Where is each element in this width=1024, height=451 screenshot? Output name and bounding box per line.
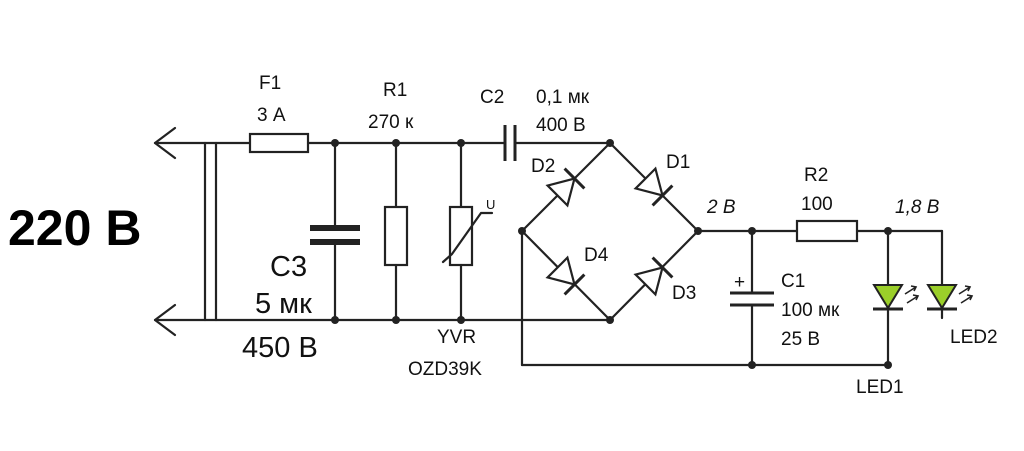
r1-name-label: R1: [383, 80, 407, 101]
varistor-name-label: YVR: [437, 327, 476, 348]
led-voltage-label: 1,8 В: [895, 197, 940, 218]
c2-voltage-label: 400 В: [536, 115, 586, 136]
d4-bar: [563, 273, 586, 296]
led2-name-label: LED2: [950, 327, 998, 348]
c1-value-label: 100 мк: [781, 300, 840, 321]
diode-d3: [633, 256, 674, 297]
diode-d2: [545, 167, 586, 208]
diode-d1: [633, 166, 674, 207]
junction-dot: [392, 139, 400, 147]
diode-d4: [545, 255, 586, 296]
resistor-r2: R2 100: [795, 165, 859, 243]
c2-value-label: 0,1 мк: [536, 87, 590, 108]
junction-dot: [392, 316, 400, 324]
d3-label: D3: [672, 283, 696, 304]
capacitor-c2: C2 0,1 мк 400 В: [480, 87, 590, 161]
varistor-part-label: OZD39K: [408, 359, 482, 380]
c3-value-label: 5 мк: [255, 288, 312, 320]
junction-dot: [331, 139, 339, 147]
c1-polarity-label: +: [734, 272, 745, 293]
varistor-yvr: U YVR OZD39K: [408, 141, 495, 380]
d4-label: D4: [584, 245, 609, 266]
junction-dot: [884, 361, 892, 369]
junction-dot: [748, 227, 756, 235]
d2-bar: [563, 167, 586, 190]
d3-bar: [651, 256, 674, 279]
junction-dot: [748, 361, 756, 369]
led1-name-label: LED1: [856, 377, 904, 398]
led2-emission-arrows: [958, 285, 974, 304]
input-terminals: [153, 126, 612, 337]
c1-name-label: C1: [781, 271, 805, 292]
junction-dot: [884, 227, 892, 235]
junction-dot: [606, 316, 614, 324]
led2-triangle: [926, 284, 958, 310]
c3-name-label: C3: [270, 251, 307, 283]
junction-dots: [331, 139, 892, 369]
r2-name-label: R2: [804, 165, 828, 186]
junction-dot: [694, 227, 702, 235]
d1-label: D1: [666, 152, 690, 173]
fuse-body: [248, 132, 310, 154]
resistor-r1: R1 270 к: [368, 80, 414, 322]
c1-voltage-label: 25 В: [781, 329, 820, 350]
diode-bridge: D1 D2 D3 D4: [520, 141, 700, 322]
bridge-output-voltage-label: 2 В: [706, 197, 736, 218]
f1-value-label: 3 А: [257, 105, 286, 126]
d1-triangle: [633, 166, 665, 198]
f1-name-label: F1: [259, 73, 281, 94]
c3-voltage-label: 450 В: [242, 332, 318, 364]
d1-bar: [651, 184, 674, 207]
led1-triangle: [872, 284, 904, 310]
varistor-symbol-label: U: [486, 197, 495, 212]
led1-emission-arrows: [904, 285, 920, 304]
led-2: LED2: [926, 229, 998, 348]
r1-value-label: 270 к: [368, 112, 414, 133]
varistor-body: [448, 205, 474, 267]
d2-label: D2: [531, 156, 555, 177]
r2-value-label: 100: [801, 194, 833, 215]
capacitor-c1: + C1 100 мк 25 В: [730, 229, 840, 367]
d2-triangle: [545, 176, 577, 208]
c2-name-label: C2: [480, 87, 504, 108]
junction-dot: [331, 316, 339, 324]
capacitor-c3: C3 5 мк 450 В: [242, 141, 360, 364]
input-voltage-label: 220 В: [8, 200, 141, 256]
junction-dot: [457, 316, 465, 324]
led-1: LED1: [856, 229, 920, 398]
fuse-f1: F1 3 А: [248, 73, 310, 154]
varistor-slash: [441, 211, 494, 264]
r1-body: [383, 205, 409, 267]
junction-dot: [518, 227, 526, 235]
d4-triangle: [545, 255, 577, 287]
r2-body: [795, 219, 859, 243]
d3-triangle: [633, 265, 665, 297]
junction-dot: [457, 139, 465, 147]
junction-dot: [606, 139, 614, 147]
